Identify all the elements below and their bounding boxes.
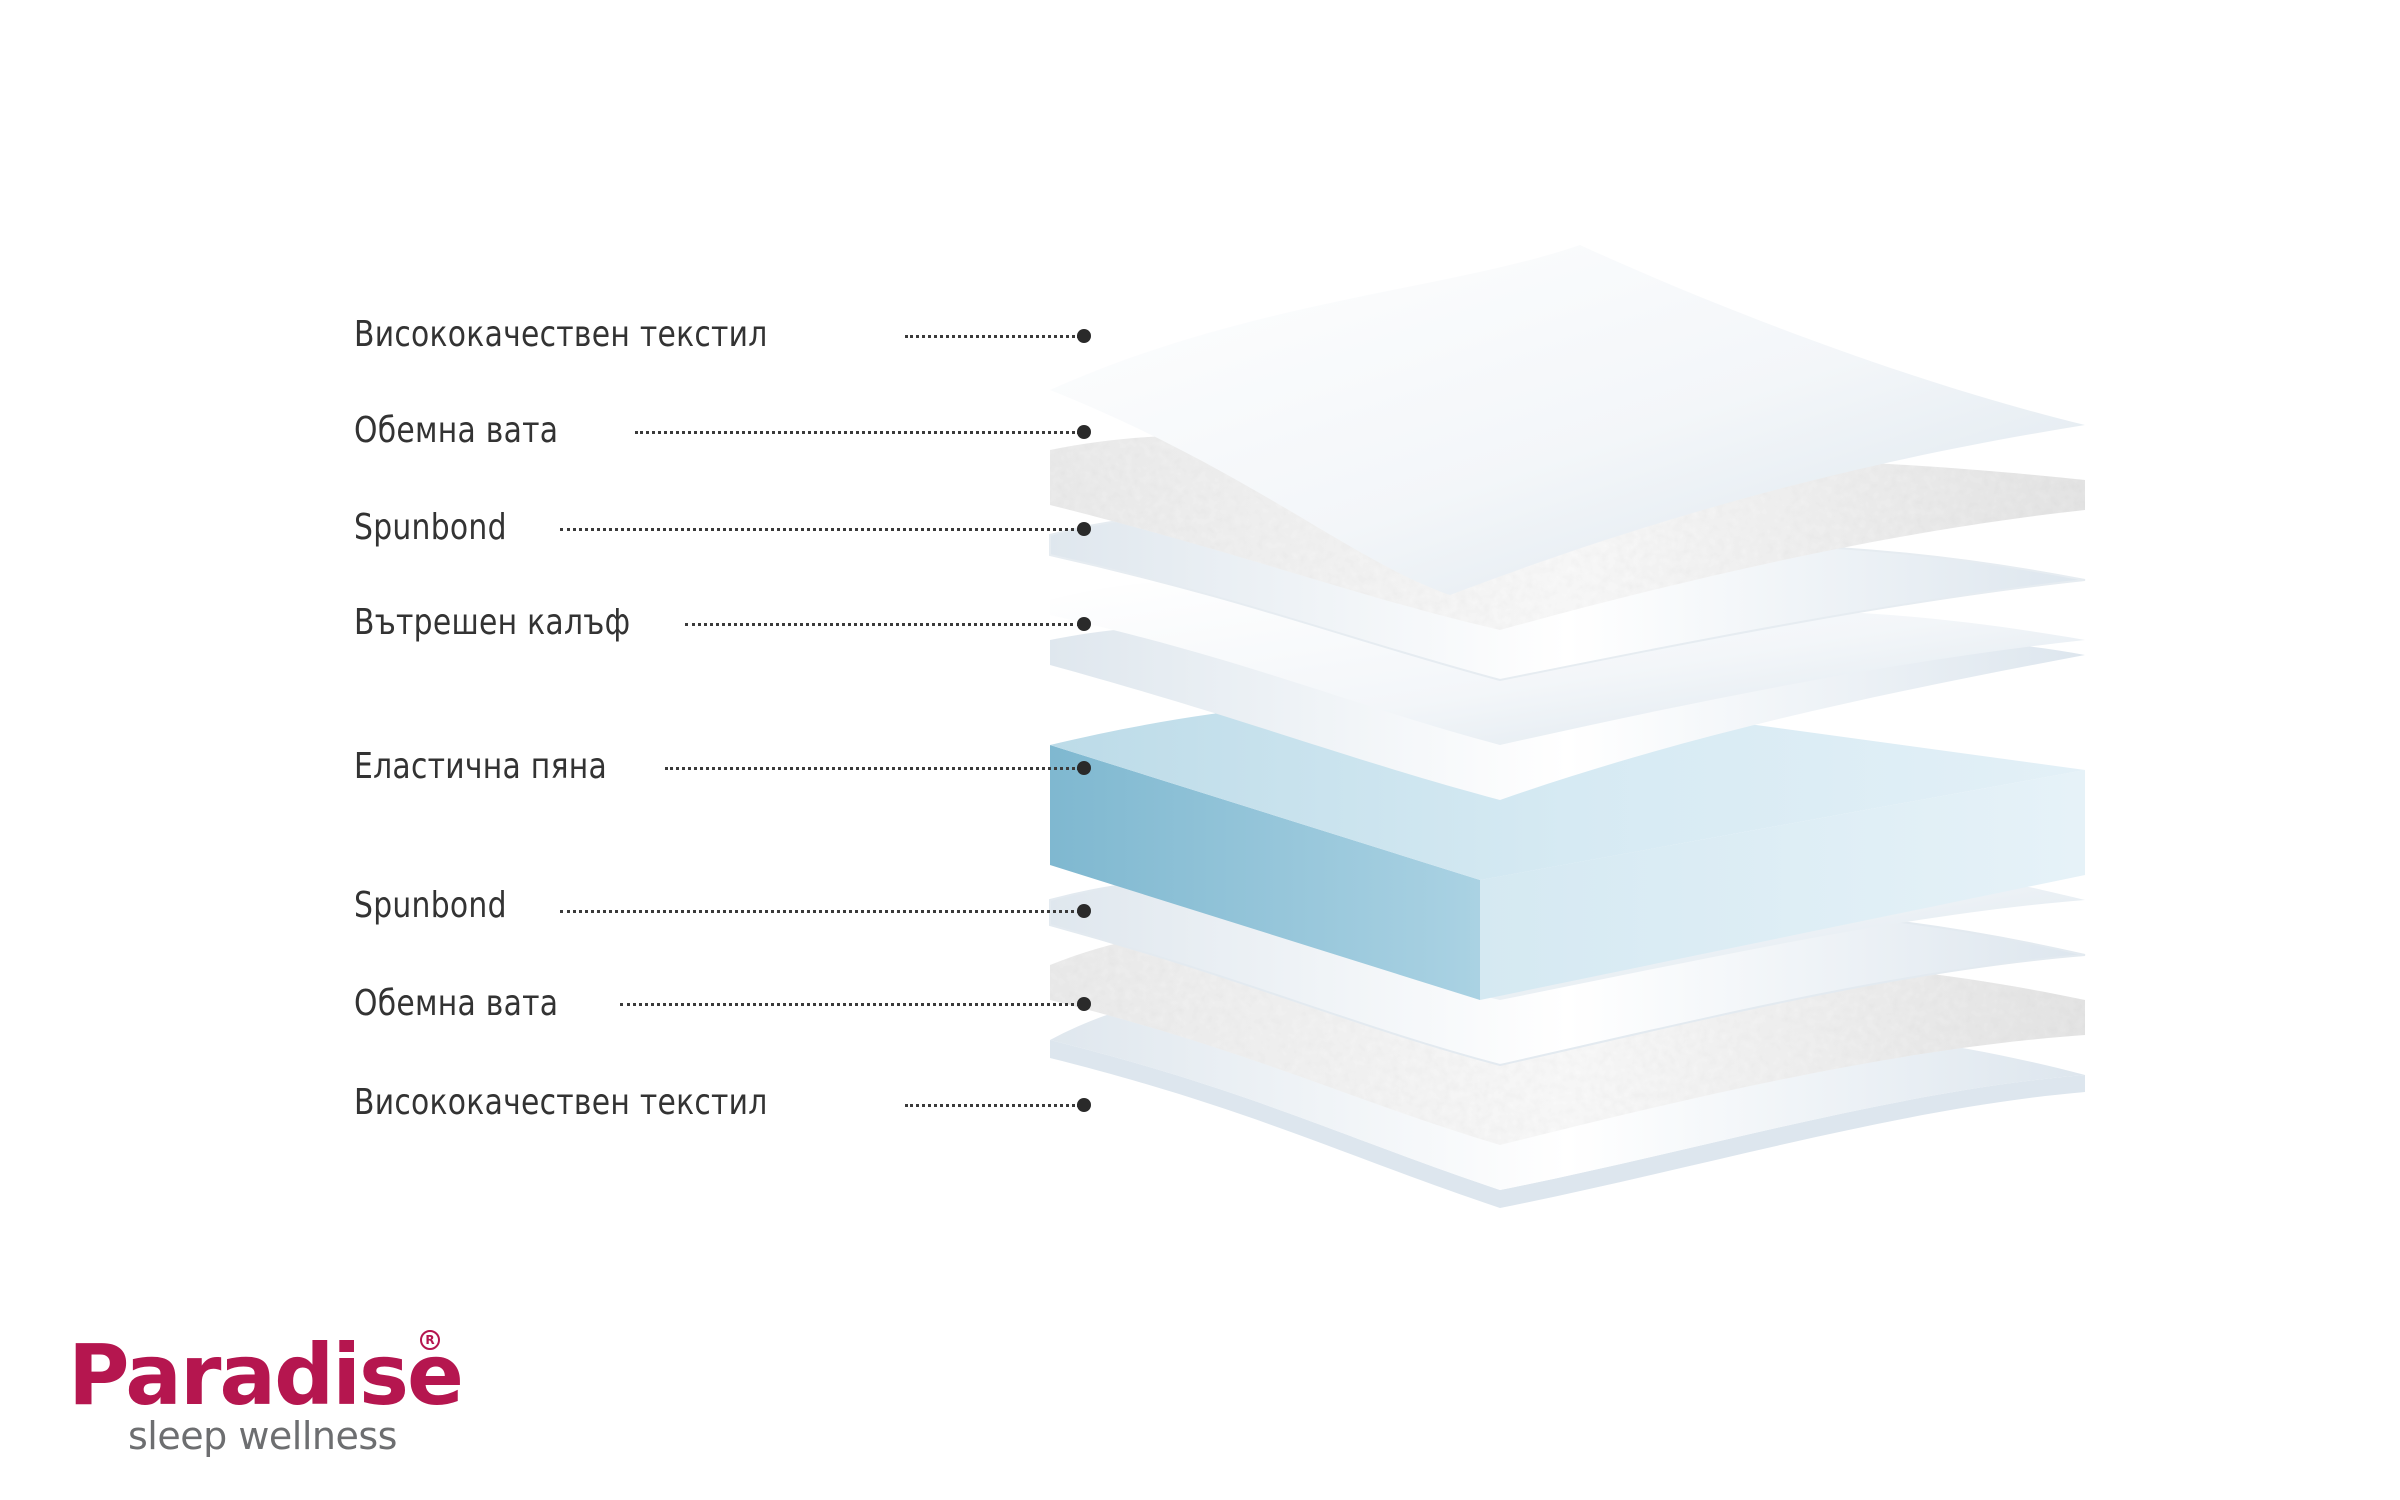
layer-shape-textile-top bbox=[1050, 245, 2085, 595]
leader-line bbox=[560, 910, 1080, 913]
leader-dot bbox=[1077, 997, 1091, 1011]
leader-line bbox=[905, 1104, 1080, 1107]
layer-label-wool-bottom: Обемна вата bbox=[354, 983, 559, 1024]
leader-dot bbox=[1077, 761, 1091, 775]
layer-label-inner-cover: Вътрешен калъф bbox=[354, 602, 631, 643]
leader-line bbox=[620, 1003, 1080, 1006]
leader-line bbox=[560, 528, 1080, 531]
layer-label-foam: Еластична пяна bbox=[354, 746, 608, 787]
leader-line bbox=[665, 767, 1080, 770]
leader-dot bbox=[1077, 329, 1091, 343]
leader-line bbox=[905, 335, 1080, 338]
layer-label-textile-top: Висококачествен текстил bbox=[354, 314, 768, 355]
brand-tagline: sleep wellness bbox=[128, 1414, 397, 1458]
brand-name: Paradise bbox=[68, 1326, 464, 1424]
leader-line bbox=[685, 623, 1080, 626]
leader-dot bbox=[1077, 425, 1091, 439]
leader-dot bbox=[1077, 904, 1091, 918]
leader-dot bbox=[1077, 522, 1091, 536]
layer-label-spunbond-top: Spunbond bbox=[354, 507, 507, 548]
leader-dot bbox=[1077, 1098, 1091, 1112]
registered-mark: R bbox=[420, 1330, 440, 1350]
brand-logo: Paradise R sleep wellness bbox=[68, 1326, 464, 1458]
layer-label-spunbond-bottom: Spunbond bbox=[354, 885, 507, 926]
layer-label-wool-top: Обемна вата bbox=[354, 410, 559, 451]
layer-label-textile-bottom: Висококачествен текстил bbox=[354, 1082, 768, 1123]
leader-dot bbox=[1077, 617, 1091, 631]
leader-line bbox=[635, 431, 1080, 434]
